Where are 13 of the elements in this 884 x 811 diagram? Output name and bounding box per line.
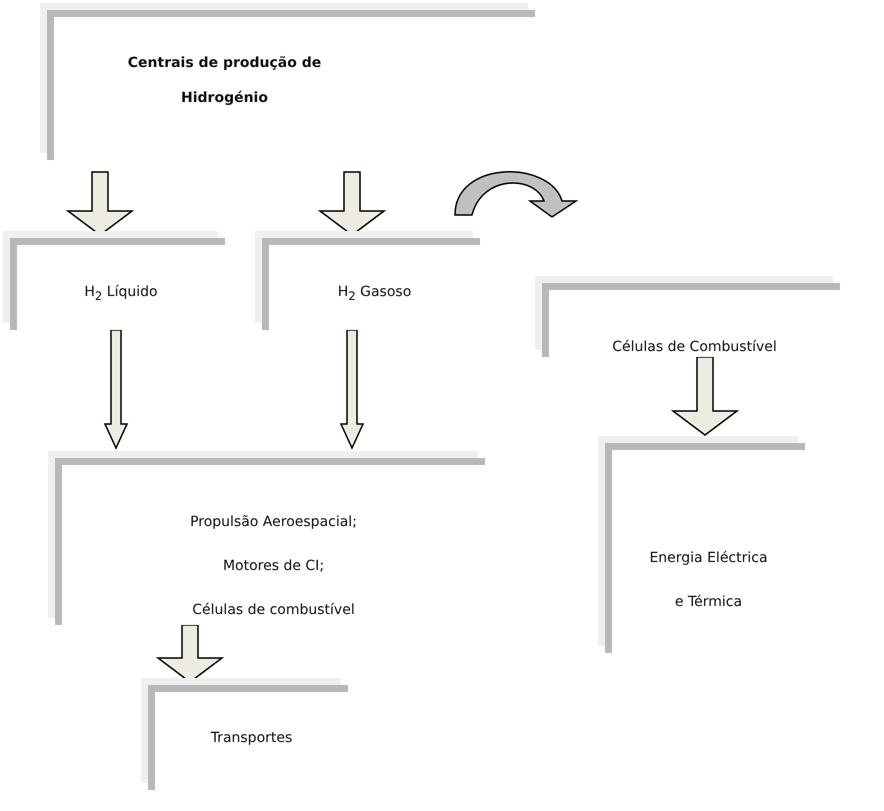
box-text: H$_{2}$ Gasoso — [338, 283, 412, 305]
block-arrow — [340, 329, 364, 450]
curved-arrow — [454, 171, 577, 218]
box-text: Propulsão Aeroespacial; — [190, 513, 357, 532]
box-text: Centrais de produção de Hidrogénio — [126, 54, 322, 108]
box-text: Energia Eléctrica e Térmica — [648, 549, 768, 612]
box-text: Transportes — [210, 729, 292, 748]
box-text: H$_{2}$ Líquido — [84, 283, 158, 305]
block-arrow — [104, 329, 128, 450]
block-arrow — [670, 356, 740, 436]
box-text: Células de combustível — [192, 601, 355, 620]
box-text: Células de Combustível — [612, 338, 777, 357]
box-text: Motores de CI; — [222, 557, 324, 576]
